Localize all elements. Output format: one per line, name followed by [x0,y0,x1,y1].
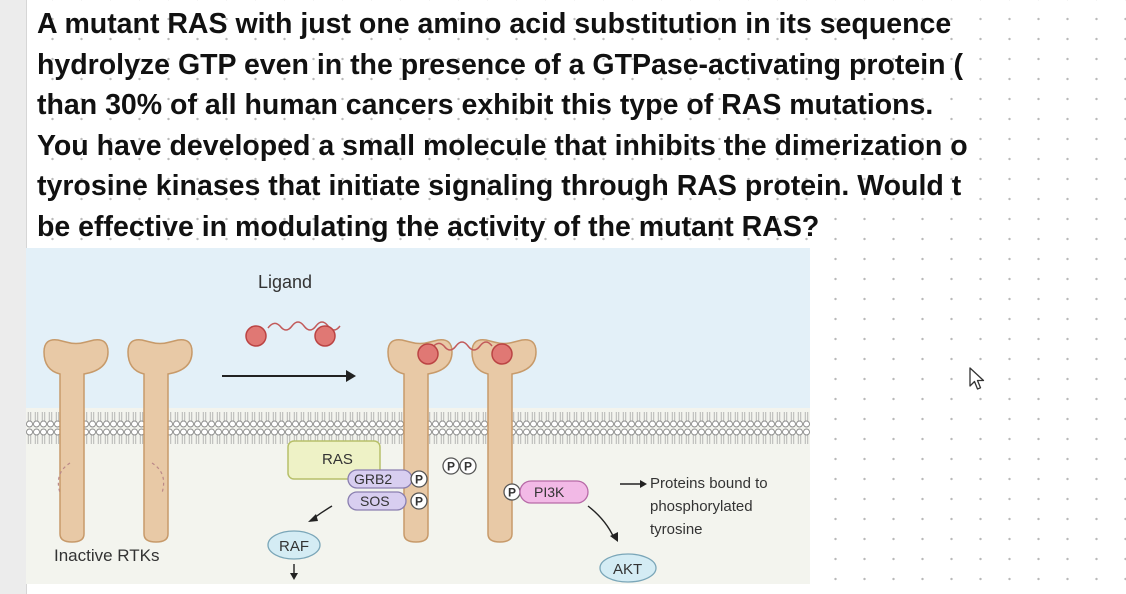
note-line: phosphorylated [650,498,753,515]
question-line: be effective in modulating the activity … [37,210,820,243]
question-line: A mutant RAS with just one amino acid su… [37,8,952,40]
ligand-circle [314,325,336,347]
bound-ligand-circle [417,343,439,365]
ligand-circle [245,325,267,347]
mouse-pointer-icon [968,366,986,397]
question-line: than 30% of all human cancers exhibit th… [37,89,934,121]
phosphate-group: P P [442,457,477,475]
pi3k-label: PI3K [534,484,565,500]
phosphate-icon [410,470,428,488]
left-panel-edge [0,0,27,594]
active-rtk-pair [387,339,537,543]
ras-label: RAS [322,451,353,468]
question-text: A mutant RAS with just one amino acid su… [37,4,1126,244]
phosphate-label: P [415,495,423,509]
svg-text:P: P [464,460,472,474]
rtk-diagram: Ligand Inactive RTKs P P RAS GRB2 P SOS … [26,248,810,584]
pi3k-to-akt-arrow-head [610,532,618,542]
phosphate-label: P [415,473,423,487]
sos-protein [347,491,407,511]
question-line: You have developed a small molecule that… [37,129,968,162]
activation-arrow-head [346,370,356,382]
pi3k-protein [519,480,589,504]
bound-ligand-circle [491,343,513,365]
phosphate-label: P [508,486,516,500]
rtk-signaling-figure: Ligand Inactive RTKs P P RAS GRB2 P SOS … [26,248,810,584]
akt-protein [599,553,657,583]
question-line: tyrosine kinases that initiate signaling… [37,170,962,202]
raf-down-arrow-head [290,573,298,580]
bound-ligand-chain [431,341,493,351]
sos-label: SOS [360,493,390,509]
note-line: tyrosine [650,521,703,538]
note-arrow-head [640,480,647,488]
note-line: Proteins bound to [650,475,768,492]
phosphate-icon [410,492,428,510]
ligand-label: Ligand [258,272,312,292]
akt-label: AKT [613,561,642,578]
sos-to-raf-arrow-head [308,514,318,522]
inactive-rtks-label: Inactive RTKs [54,546,160,565]
svg-text:P: P [447,460,455,474]
question-line: hydrolyze GTP even in the presence of a … [37,48,963,81]
inactive-rtk-pair [43,339,193,543]
grb2-label: GRB2 [354,471,392,487]
raf-label: RAF [279,538,309,555]
raf-protein [267,530,321,560]
